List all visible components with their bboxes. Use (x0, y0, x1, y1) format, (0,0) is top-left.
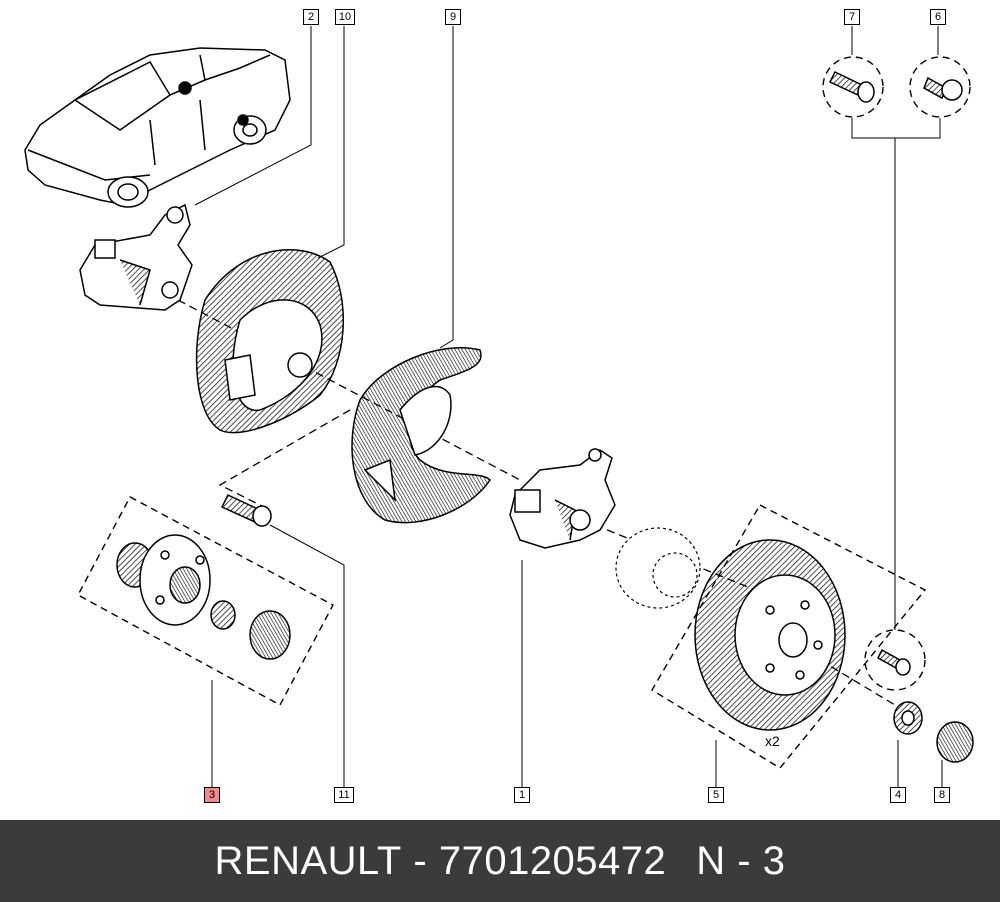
callout-7: 7 (844, 9, 860, 25)
knuckle-center (509, 448, 616, 549)
callout-2: 2 (303, 9, 319, 25)
splash-shield-9 (351, 347, 491, 524)
separator: - (413, 838, 428, 883)
callout-1: 1 (514, 787, 530, 803)
hub-outline (615, 527, 701, 609)
callout-6: 6 (930, 9, 946, 25)
quantity-annotation: x2 (765, 733, 780, 749)
backing-plate-10 (195, 249, 344, 434)
callout-4: 4 (890, 787, 906, 803)
callout-5: 5 (708, 787, 724, 803)
small-parts (828, 71, 974, 763)
hub-kit-3 (116, 534, 291, 660)
leader-lines (194, 26, 943, 787)
callout-9: 9 (445, 9, 461, 25)
exploded-view: x2 (24, 26, 974, 787)
part-number: 7701205472 (438, 838, 667, 883)
bolt-11 (220, 494, 272, 527)
knuckle-left (79, 203, 193, 311)
part-footer-bar: RENAULT - 7701205472 N - 3 (0, 820, 1000, 902)
callout-11: 11 (334, 787, 354, 803)
callout-10: 10 (335, 9, 355, 25)
brake-disc-5 (694, 539, 846, 731)
callout-3: 3 (204, 787, 220, 803)
diagram-reference: N - 3 (696, 838, 786, 883)
car-illustration (24, 47, 291, 208)
parts-diagram: x2 2 10 9 7 6 3 11 1 5 4 8 (24, 9, 974, 803)
callout-8: 8 (934, 787, 950, 803)
brand-name: RENAULT (214, 838, 402, 883)
group-boxes (77, 56, 971, 769)
